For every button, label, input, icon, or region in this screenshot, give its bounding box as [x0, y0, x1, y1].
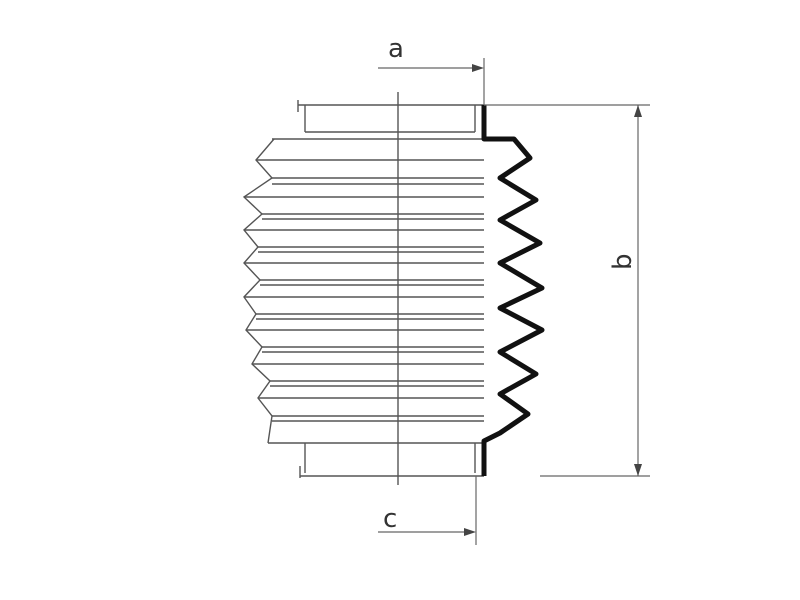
bottom-neck	[268, 442, 484, 478]
dimension-c: c	[378, 476, 477, 545]
top-neck	[272, 100, 484, 140]
dimension-a: a	[378, 34, 485, 105]
dimension-a-label: a	[388, 34, 404, 64]
dimension-b: b	[484, 104, 650, 477]
dimension-c-label: c	[383, 504, 397, 534]
section-profile	[481, 105, 545, 476]
bellows-folds	[242, 138, 484, 444]
dimension-b-label: b	[608, 253, 638, 270]
